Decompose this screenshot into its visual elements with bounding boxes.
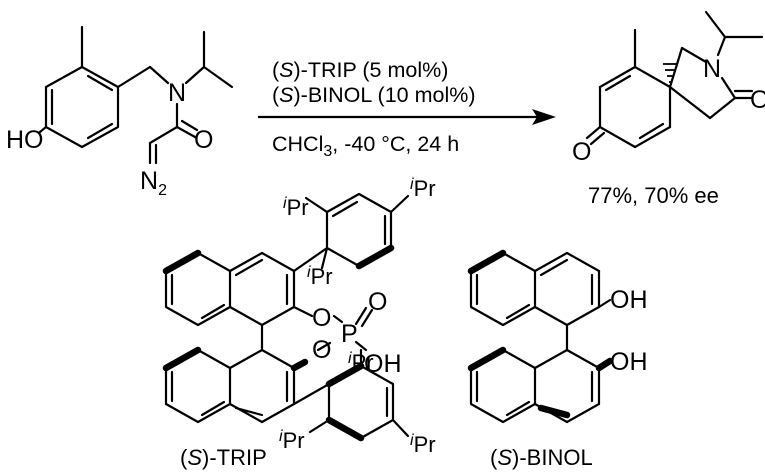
ipr-label-1: iPr	[283, 195, 309, 220]
diazo-label: N2	[140, 167, 167, 199]
binol-caption: (S)-BINOL	[490, 445, 593, 470]
spiro-product: N O O	[572, 10, 765, 166]
phosphoryl-oxygen-label: O	[368, 288, 387, 316]
lactam-nitrogen-label: N	[703, 55, 721, 83]
reaction-arrow	[258, 109, 556, 125]
dienone-oxygen-label: O	[572, 138, 591, 166]
ipr-label-6: iPr	[410, 432, 436, 457]
trip-ester-oxygen-1: O	[312, 304, 331, 332]
lactam-oxygen-label: O	[750, 86, 765, 114]
phosphoric-hydroxyl-label: OH	[364, 350, 402, 378]
yield-ee-label: 77%, 70% ee	[588, 183, 719, 208]
starting-material: HO N O N2	[6, 25, 234, 199]
catalyst-binol-condition: (S)-BINOL (10 mol%)	[272, 83, 476, 107]
hashed-stereo-bond	[663, 63, 677, 83]
binol-hydroxyl-2: OH	[610, 348, 648, 376]
binol-structure: OH OH	[467, 249, 648, 424]
trip-caption: (S)-TRIP	[180, 445, 267, 470]
solvent-temperature-condition: CHCl3, -40 °C, 24 h	[272, 132, 459, 160]
trip-structure: O O P O OH iPr iPr iPr iPr iPr iPr	[162, 176, 436, 457]
amide-oxygen-label: O	[194, 126, 213, 154]
hydroxyl-label: HO	[6, 126, 44, 154]
ipr-label-3: iPr	[307, 264, 333, 289]
binol-hydroxyl-1: OH	[610, 286, 648, 314]
trip-ester-oxygen-2: O	[312, 336, 331, 364]
phosphorus-label: P	[341, 320, 358, 348]
ipr-label-5: iPr	[279, 428, 305, 453]
amide-nitrogen-label: N	[168, 79, 186, 107]
ipr-label-2: iPr	[410, 176, 436, 201]
ipr-label-4: iPr	[348, 350, 374, 375]
catalyst-trip-condition: (S)-TRIP (5 mol%)	[272, 58, 448, 82]
